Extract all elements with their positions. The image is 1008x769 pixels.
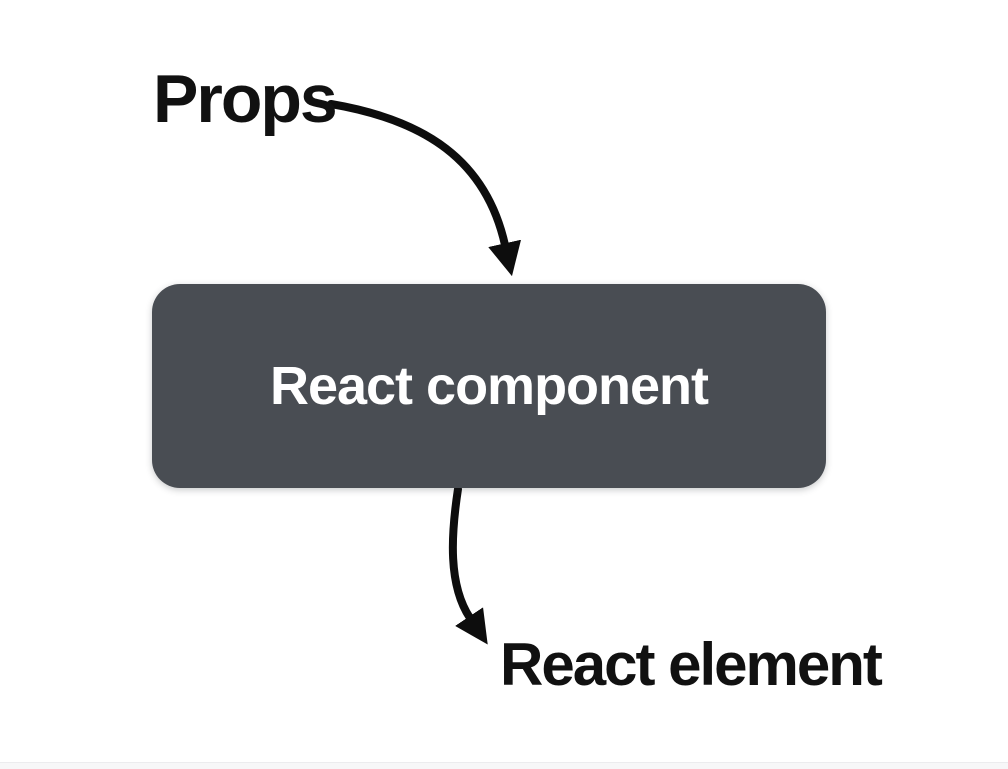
bottom-strip	[0, 762, 1008, 769]
react-component-node: React component	[152, 284, 826, 488]
react-element-label: React element	[500, 631, 883, 698]
react-component-node-label: React component	[269, 356, 709, 416]
component-to-element-arrow	[448, 485, 488, 645]
props-label: Props	[153, 61, 338, 137]
props-to-component-arrow	[327, 100, 522, 277]
